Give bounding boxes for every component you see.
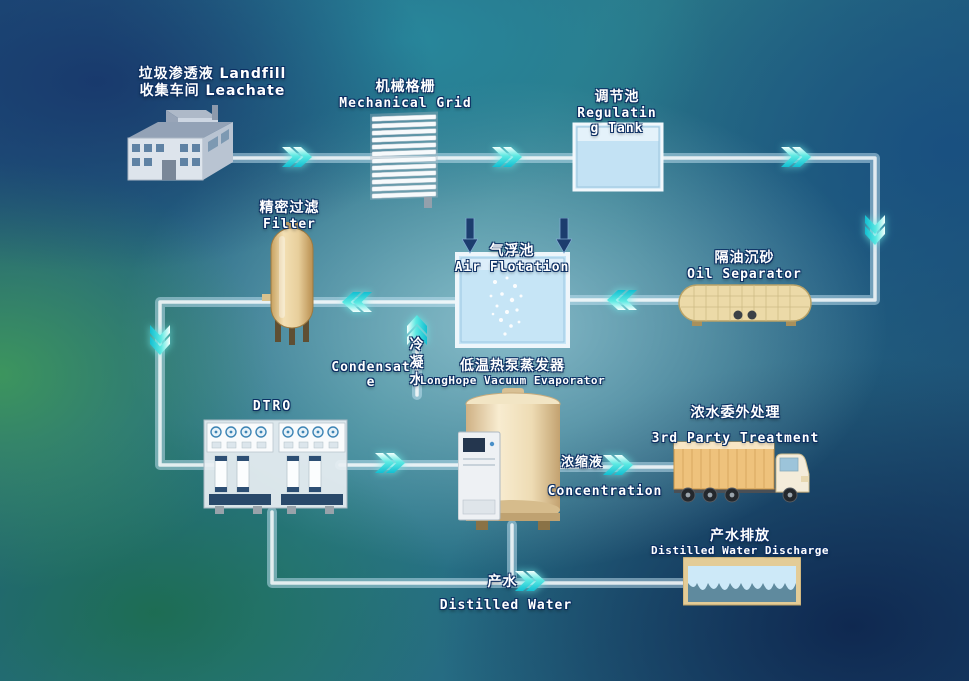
oil-separator-label: 隔油沉砂 Oil Separator <box>662 250 827 282</box>
oil-label-en: Oil Separator <box>687 266 802 282</box>
grid-label: 机械格栅 Mechanical Grid <box>318 79 493 111</box>
concentration-label-cn: 浓缩液 <box>560 455 603 470</box>
factory-label-line1: 垃圾渗透液 Landfill <box>138 66 287 82</box>
factory-label: 垃圾渗透液 Landfill 收集车间 Leachate <box>105 66 320 99</box>
discharge-label: 产水排放 Distilled Water Discharge <box>645 528 835 557</box>
mechanical-grid-icon <box>368 110 443 208</box>
flow-chevron-icon <box>375 453 405 473</box>
flow-chevron-icon <box>150 325 170 355</box>
dtro-label: DTRO <box>252 399 293 414</box>
distilled-water-label-cn: 产水 <box>487 574 518 590</box>
discharge-label-en: Distilled Water Discharge <box>650 543 830 557</box>
filter-label-cn: 精密过滤 <box>259 200 320 216</box>
oil-label-cn: 隔油沉砂 <box>714 250 775 266</box>
distilled-water-label-en: Distilled Water <box>439 598 573 613</box>
party-label-en: 3rd Party Treatment <box>651 430 820 446</box>
evaporator-label: 低温热泵蒸发器 LongHope Vacuum Evaporator <box>410 358 615 387</box>
evaporator-label-en: LongHope Vacuum Evaporator <box>419 373 606 387</box>
truck-icon <box>672 438 812 506</box>
tank-label: 调节池 Regulatin g Tank <box>553 89 681 136</box>
condensate-label-en: Condensate <box>331 360 411 391</box>
flotation-label-en: Air Flotation <box>454 259 570 275</box>
flow-chevron-icon <box>342 292 372 312</box>
flotation-label-cn: 气浮池 <box>489 243 535 259</box>
filter-label: 精密过滤 Filter <box>232 200 347 232</box>
discharge-label-cn: 产水排放 <box>710 528 770 544</box>
filter-label-en: Filter <box>263 216 316 232</box>
flow-chevron-icon <box>607 290 637 310</box>
evaporator-label-cn: 低温热泵蒸发器 <box>460 358 565 374</box>
oil-separator-icon <box>678 280 813 328</box>
party-label-cn: 浓水委外处理 <box>690 405 781 421</box>
flow-chevron-icon <box>781 147 811 167</box>
air-flotation-label: 气浮池 Air Flotation <box>432 243 592 275</box>
flow-chevron-icon <box>865 215 885 245</box>
third-party-label: 浓水委外处理 3rd Party Treatment <box>648 405 823 446</box>
grid-label-cn: 机械格栅 <box>375 79 436 95</box>
tank-label-en1: Regulatin <box>577 105 657 121</box>
flow-chevron-icon <box>492 147 522 167</box>
tank-label-cn: 调节池 <box>594 89 640 105</box>
evaporator-icon <box>458 388 563 530</box>
filter-vessel-icon <box>262 222 320 346</box>
concentration-label-en: Concentration <box>547 484 663 499</box>
discharge-basin-icon <box>683 557 801 609</box>
factory-label-line2: 收集车间 Leachate <box>139 82 286 99</box>
grid-label-en: Mechanical Grid <box>339 95 472 111</box>
dtro-unit-icon <box>203 414 348 516</box>
factory-building-icon <box>118 100 243 188</box>
tank-label-en2: g Tank <box>590 120 644 136</box>
flow-chevron-icon <box>282 147 312 167</box>
